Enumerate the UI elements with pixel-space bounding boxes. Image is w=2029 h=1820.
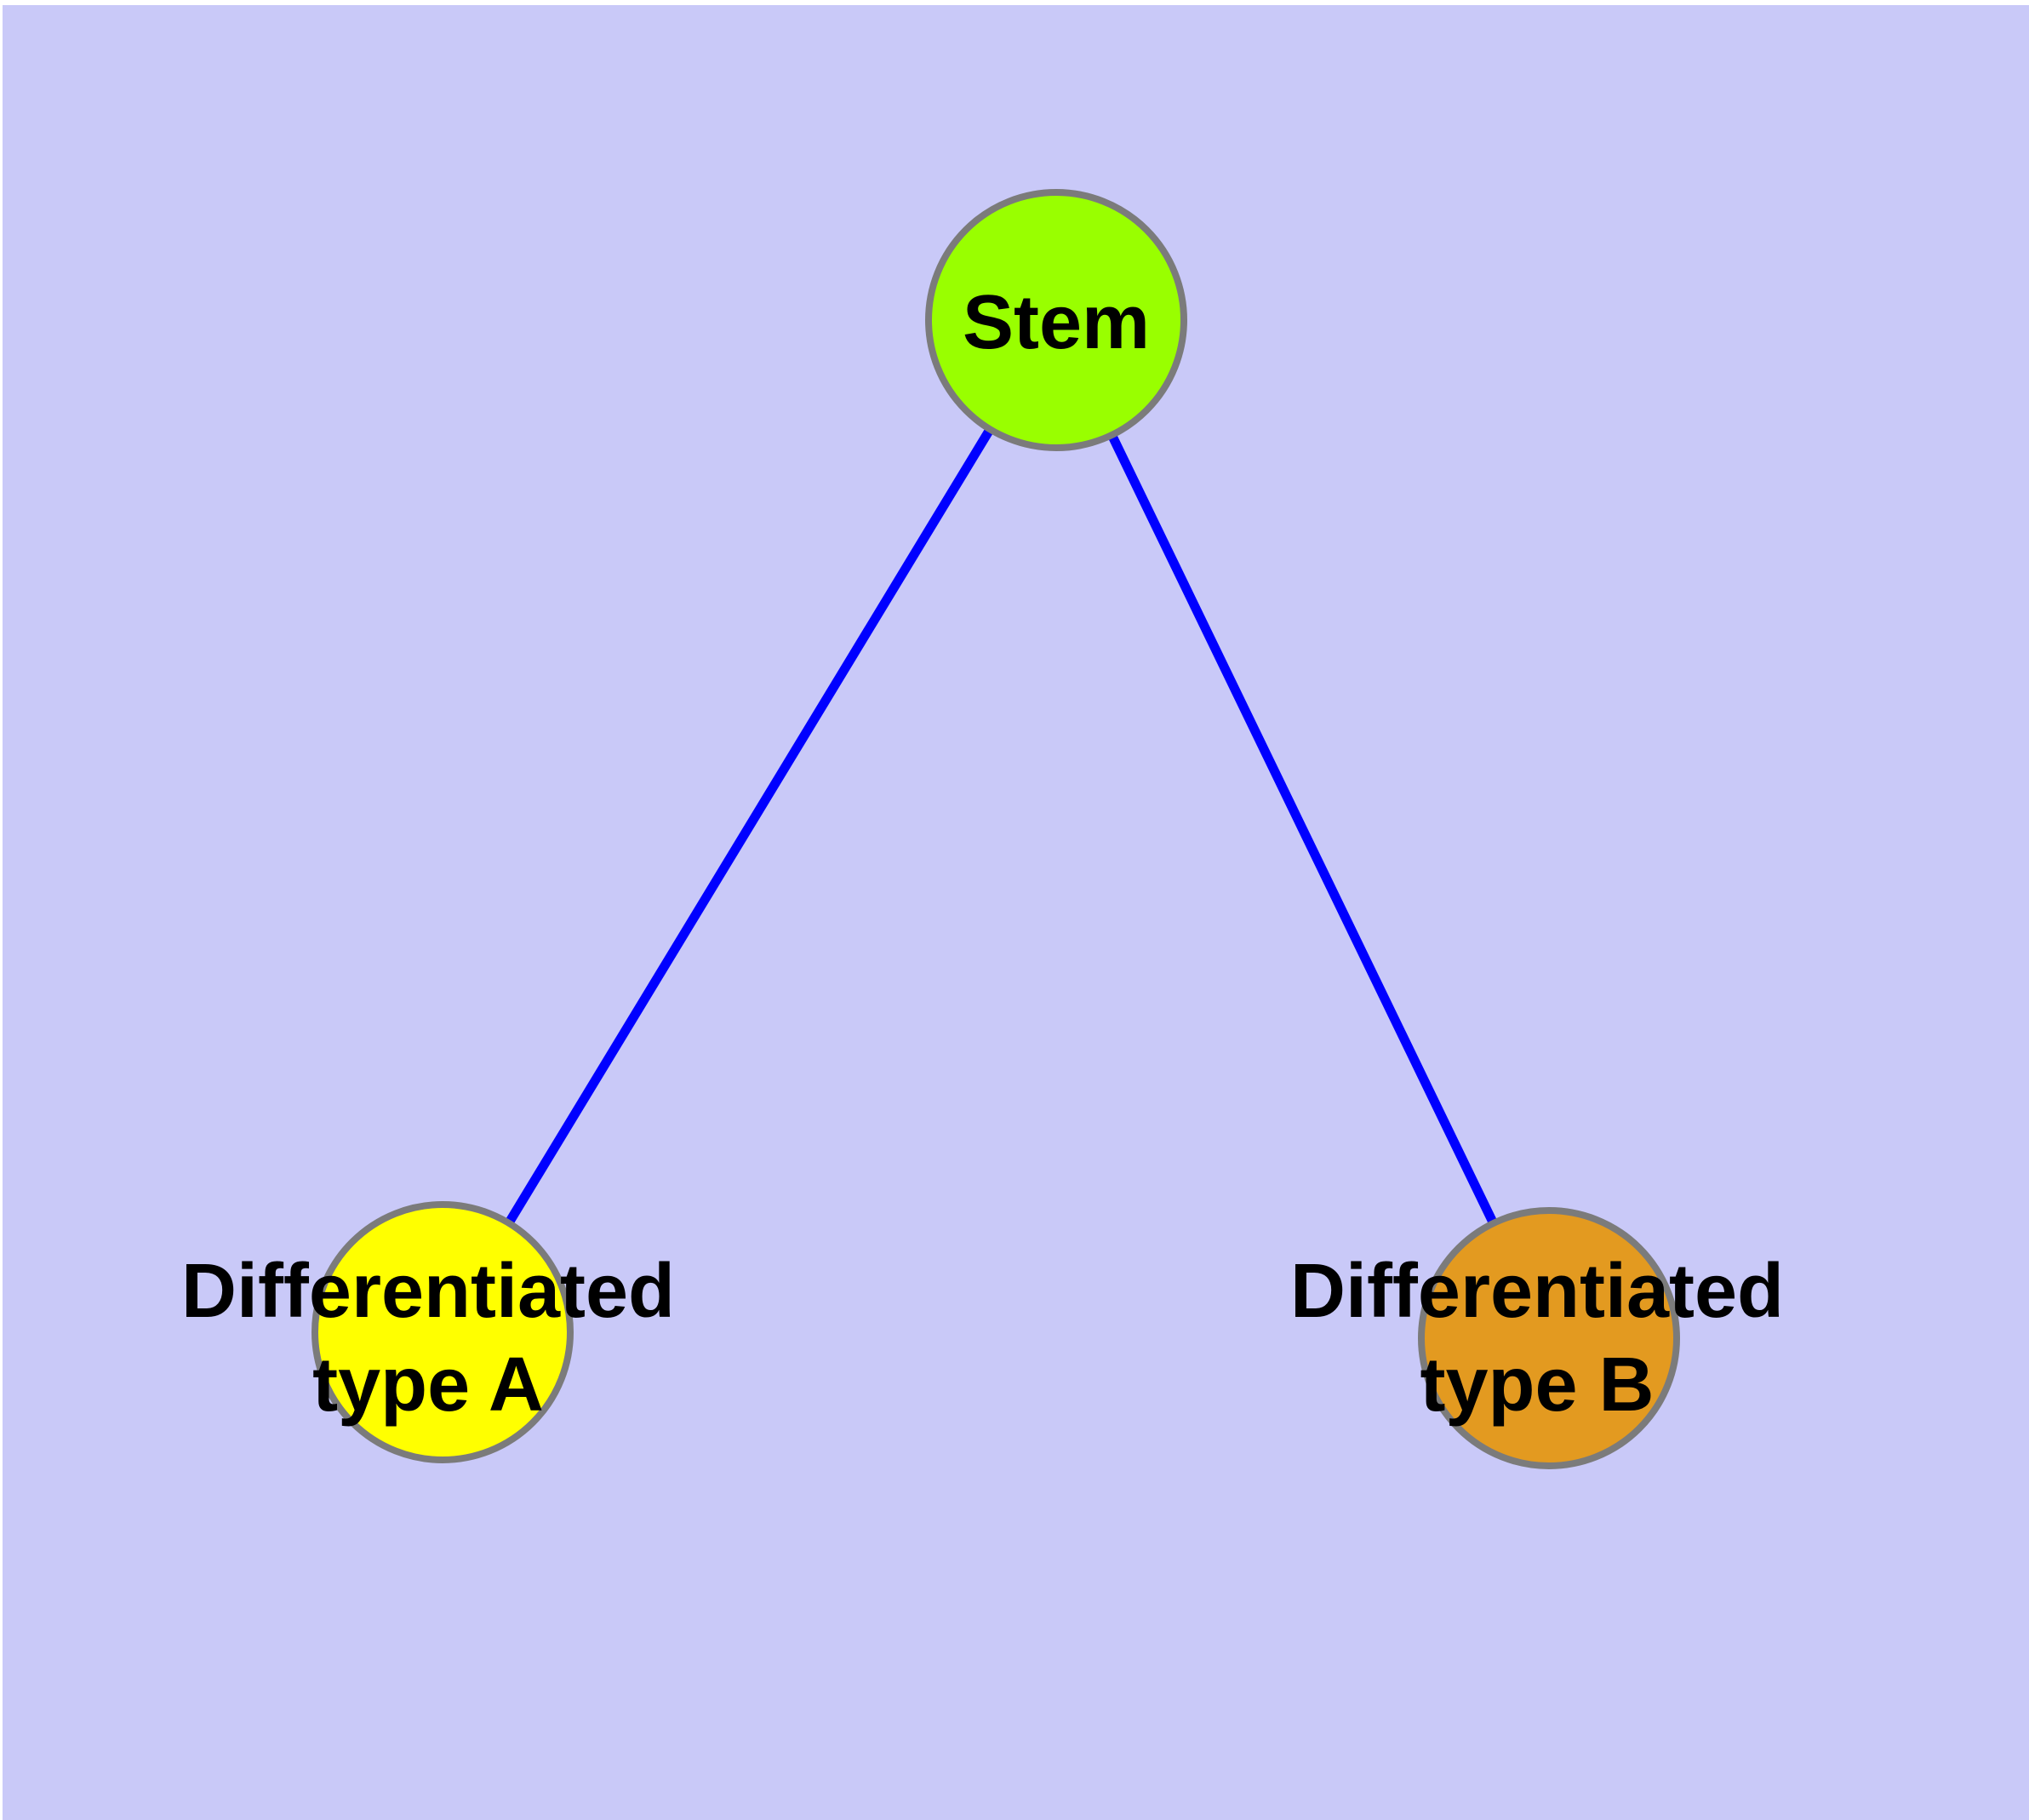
type-a-node-label-line2: type A [312,1342,544,1428]
edge-stem-to-type-b [1052,318,1553,1341]
type-a-node-label-line1: Differentiated [181,1249,675,1334]
type-b-node-label-line2: type B [1420,1342,1654,1428]
stem-node-circle [925,189,1187,451]
type-b-node-label-line1: Differentiated [1290,1249,1784,1334]
type-a-node-circle [311,1201,574,1463]
stem-node-label: Stem [963,280,1150,365]
type-b-node-circle [1418,1207,1680,1469]
edge-stem-to-type-a [438,318,1060,1335]
